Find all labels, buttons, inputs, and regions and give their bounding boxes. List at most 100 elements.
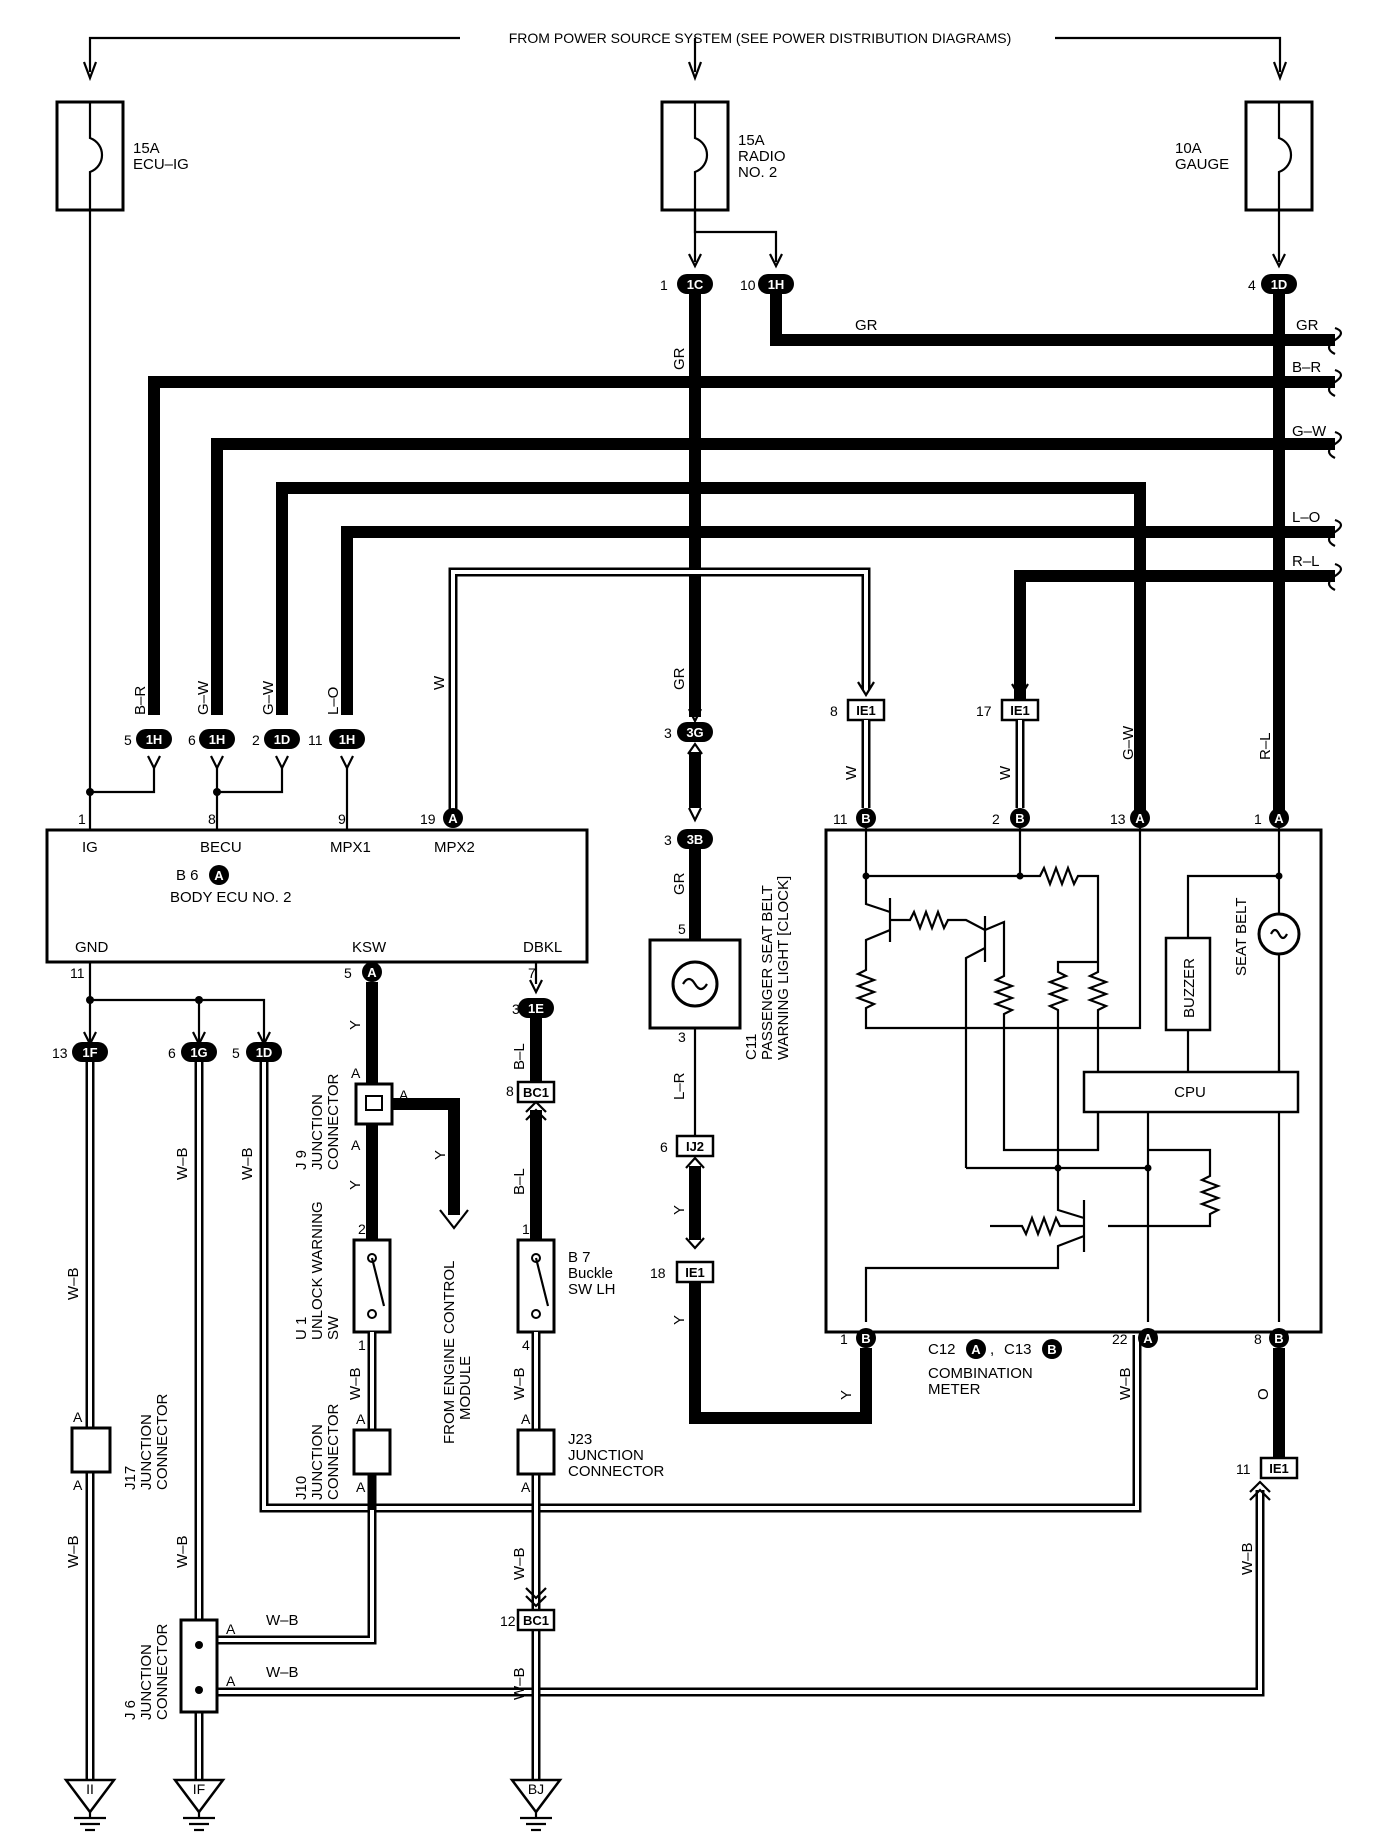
- svg-text:6: 6: [188, 732, 196, 748]
- svg-text:2: 2: [992, 811, 1000, 827]
- svg-text:A: A: [1135, 811, 1145, 826]
- connector-1c: 1 1C: [660, 274, 713, 294]
- svg-text:PASSENGER SEAT BELT: PASSENGER SEAT BELT: [759, 885, 776, 1060]
- svg-text:3B: 3B: [687, 832, 704, 847]
- svg-text:12: 12: [500, 1613, 516, 1629]
- svg-text:L–R: L–R: [671, 1072, 688, 1100]
- svg-text:GR: GR: [671, 667, 688, 690]
- gnd-branch: 11 13 1F 6 1G 5 1D: [52, 962, 282, 1062]
- svg-text:A: A: [1143, 1331, 1153, 1346]
- svg-text:IF: IF: [193, 1781, 205, 1797]
- connector-1h-10: 10 1H: [740, 274, 794, 294]
- svg-text:15A: 15A: [133, 140, 160, 157]
- svg-text:Y: Y: [671, 1315, 688, 1325]
- svg-text:B: B: [1047, 1342, 1056, 1357]
- svg-text:O: O: [1255, 1388, 1272, 1400]
- connector-ie1-17: 17 IE1: [976, 698, 1040, 722]
- svg-text:A: A: [399, 1087, 409, 1103]
- connector-ij2: 6 IJ2: [660, 1134, 715, 1158]
- svg-text:R–L: R–L: [1292, 553, 1320, 570]
- svg-text:1H: 1H: [768, 277, 785, 292]
- svg-text:C12: C12: [928, 1341, 956, 1358]
- connector-ie1-8: 8 IE1: [830, 698, 886, 722]
- svg-text:Y: Y: [347, 1020, 364, 1030]
- svg-text:18: 18: [650, 1265, 666, 1281]
- svg-text:IE1: IE1: [685, 1265, 705, 1280]
- svg-text:W: W: [431, 675, 448, 690]
- svg-text:5: 5: [232, 1045, 240, 1061]
- connector-3g: 3 3G: [664, 708, 713, 742]
- svg-text:B: B: [1274, 1331, 1283, 1346]
- svg-text:8: 8: [506, 1083, 514, 1099]
- svg-text:1H: 1H: [209, 732, 226, 747]
- svg-text:13: 13: [1110, 811, 1126, 827]
- svg-text:NO. 2: NO. 2: [738, 164, 777, 181]
- svg-text:MPX1: MPX1: [330, 839, 371, 856]
- svg-text:W–B: W–B: [266, 1612, 299, 1629]
- j10-junction-connector: A A J10 JUNCTION CONNECTOR: [293, 1403, 392, 1500]
- svg-text:11: 11: [1236, 1461, 1251, 1477]
- svg-text:W–B: W–B: [347, 1367, 364, 1400]
- svg-text:JUNCTION: JUNCTION: [309, 1094, 326, 1170]
- svg-text:FROM ENGINE CONTROL: FROM ENGINE CONTROL: [441, 1261, 458, 1444]
- svg-text:A: A: [214, 868, 224, 883]
- svg-text:G–W: G–W: [1120, 725, 1137, 760]
- svg-text:W–B: W–B: [511, 1367, 528, 1400]
- svg-text:BC1: BC1: [523, 1085, 549, 1100]
- ecm-label: FROM ENGINE CONTROL MODULE: [441, 1261, 474, 1444]
- svg-text:B: B: [861, 1331, 870, 1346]
- ecu-top-connectors: 5 1H 6 1H 2 1D 11 1H: [124, 729, 365, 749]
- svg-text:1D: 1D: [256, 1045, 273, 1060]
- svg-text:Y: Y: [671, 1205, 688, 1215]
- harness-lines: [148, 292, 1343, 818]
- j6-junction-connector: A A J 6 JUNCTION CONNECTOR: [122, 1618, 236, 1720]
- combination-meter: BUZZER SEAT BELT CPU: [824, 828, 1323, 1334]
- svg-text:BODY ECU NO. 2: BODY ECU NO. 2: [170, 889, 291, 906]
- svg-text:G–W: G–W: [260, 680, 277, 715]
- svg-text:ECU–IG: ECU–IG: [133, 156, 189, 173]
- ground-bj: BJ: [509, 1778, 563, 1832]
- connector-a19: 19 A: [420, 808, 463, 828]
- svg-text:17: 17: [976, 703, 992, 719]
- body-ecu-no2: 1 8 9 IG BECU MPX1 MPX2 B 6 A BODY ECU N…: [45, 811, 589, 964]
- svg-text:SEAT BELT: SEAT BELT: [1233, 898, 1250, 976]
- svg-text:KSW: KSW: [352, 939, 387, 956]
- svg-text:3: 3: [664, 832, 672, 848]
- svg-text:8: 8: [1254, 1331, 1262, 1347]
- svg-text:15A: 15A: [738, 132, 765, 149]
- svg-text:GR: GR: [671, 872, 688, 895]
- svg-text:GAUGE: GAUGE: [1175, 156, 1229, 173]
- svg-text:GR: GR: [855, 317, 878, 334]
- svg-text:G–W: G–W: [195, 680, 212, 715]
- svg-text:G–W: G–W: [1292, 423, 1327, 440]
- svg-text:2: 2: [358, 1221, 366, 1237]
- svg-text:J10: J10: [293, 1476, 310, 1500]
- fuse-radio-2: 15A RADIO NO. 2: [660, 100, 786, 212]
- svg-text:A: A: [73, 1477, 83, 1493]
- source-note: FROM POWER SOURCE SYSTEM (SEE POWER DIST…: [509, 30, 1011, 46]
- svg-text:IE1: IE1: [1269, 1461, 1289, 1476]
- svg-text:IJ2: IJ2: [686, 1139, 704, 1154]
- svg-text:1C: 1C: [687, 277, 704, 292]
- svg-text:W: W: [843, 765, 860, 780]
- svg-text:CONNECTOR: CONNECTOR: [154, 1393, 171, 1490]
- svg-text:JUNCTION: JUNCTION: [309, 1424, 326, 1500]
- svg-text:W–B: W–B: [511, 1667, 528, 1700]
- power-source-bus: FROM POWER SOURCE SYSTEM (SEE POWER DIST…: [82, 30, 1288, 82]
- svg-text:W–B: W–B: [65, 1535, 82, 1568]
- svg-text:J 9: J 9: [293, 1150, 310, 1170]
- svg-text:A: A: [521, 1411, 531, 1427]
- svg-text:B–L: B–L: [511, 1043, 528, 1070]
- svg-text:B: B: [861, 811, 870, 826]
- svg-text:METER: METER: [928, 1381, 981, 1398]
- svg-text:3G: 3G: [686, 725, 703, 740]
- svg-text:J 6: J 6: [122, 1700, 139, 1720]
- j9-junction-connector: A A A J 9 JUNCTION CONNECTOR: [293, 1065, 409, 1170]
- svg-text:II: II: [86, 1781, 94, 1797]
- svg-text:B: B: [1015, 811, 1024, 826]
- svg-text:5: 5: [344, 965, 352, 981]
- svg-text:CONNECTOR: CONNECTOR: [325, 1073, 342, 1170]
- svg-text:WARNING LIGHT [CLOCK]: WARNING LIGHT [CLOCK]: [775, 876, 792, 1060]
- svg-text:W–B: W–B: [174, 1147, 191, 1180]
